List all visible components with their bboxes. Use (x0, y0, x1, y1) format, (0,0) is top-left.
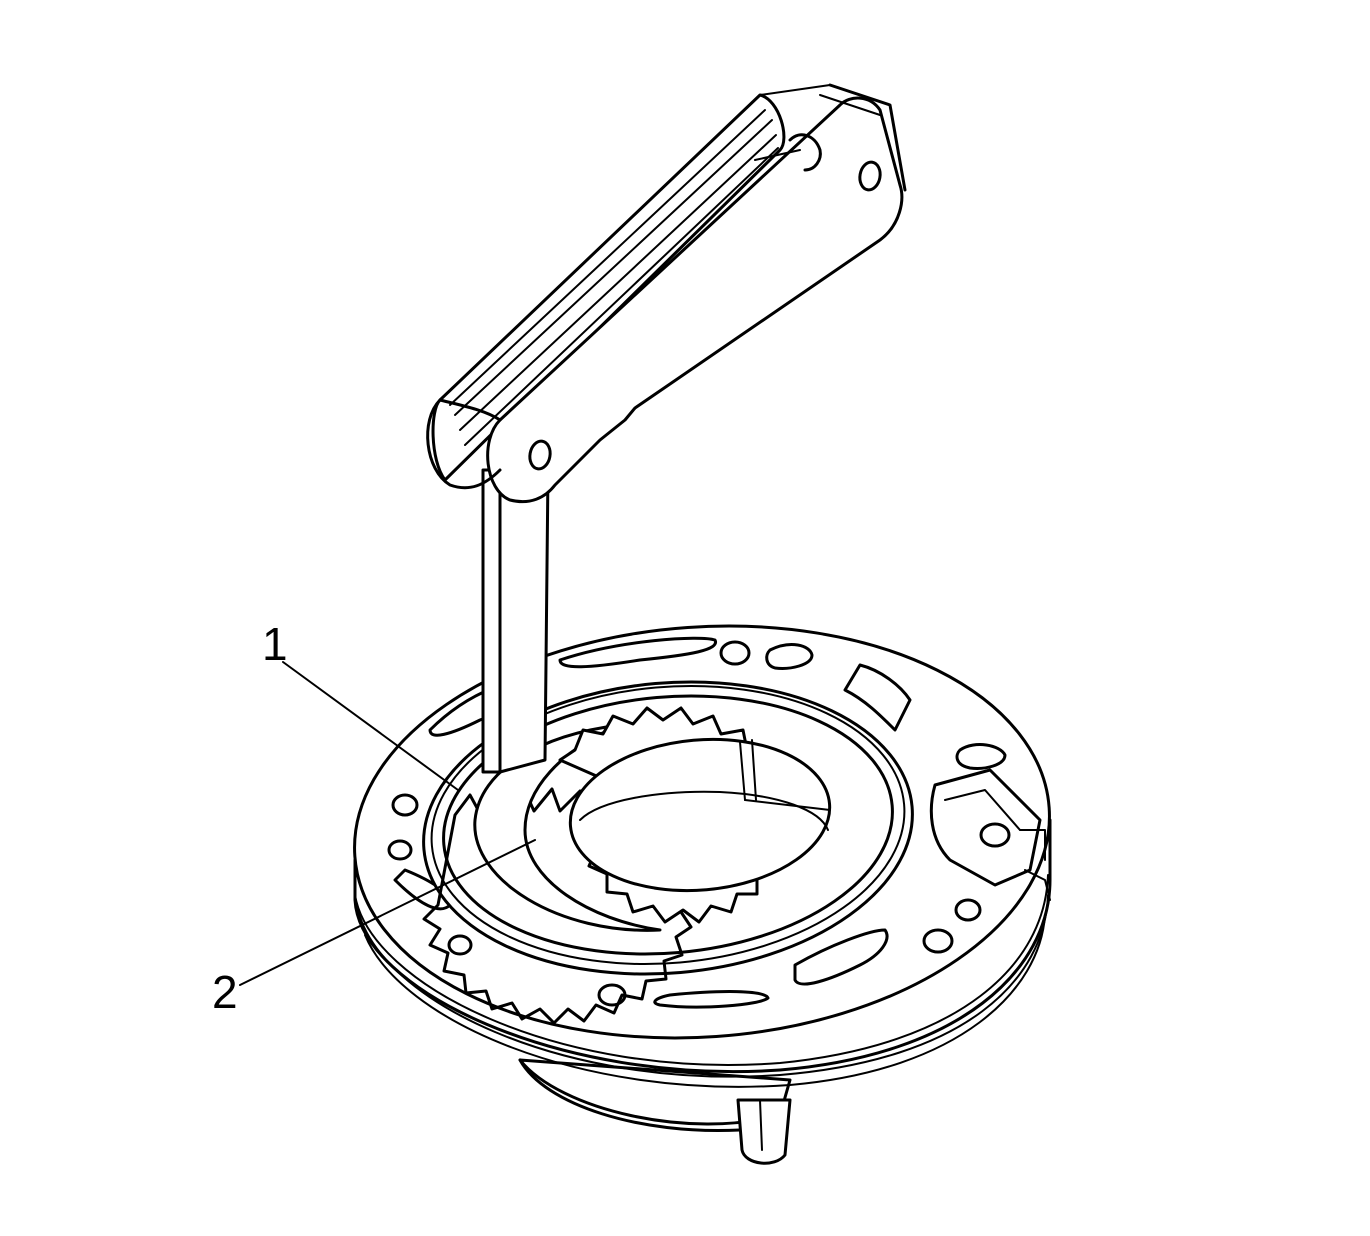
callout-label-2: 2 (212, 966, 238, 1018)
callout-1: 1 (262, 618, 459, 791)
feeler-gauge (426, 83, 907, 774)
callout-label-1: 1 (262, 618, 288, 670)
callout-2: 2 (212, 839, 536, 1018)
crescent (473, 723, 662, 932)
inner-gear (558, 706, 832, 924)
leader-line-2 (239, 839, 536, 986)
leader-line-1 (282, 661, 459, 791)
